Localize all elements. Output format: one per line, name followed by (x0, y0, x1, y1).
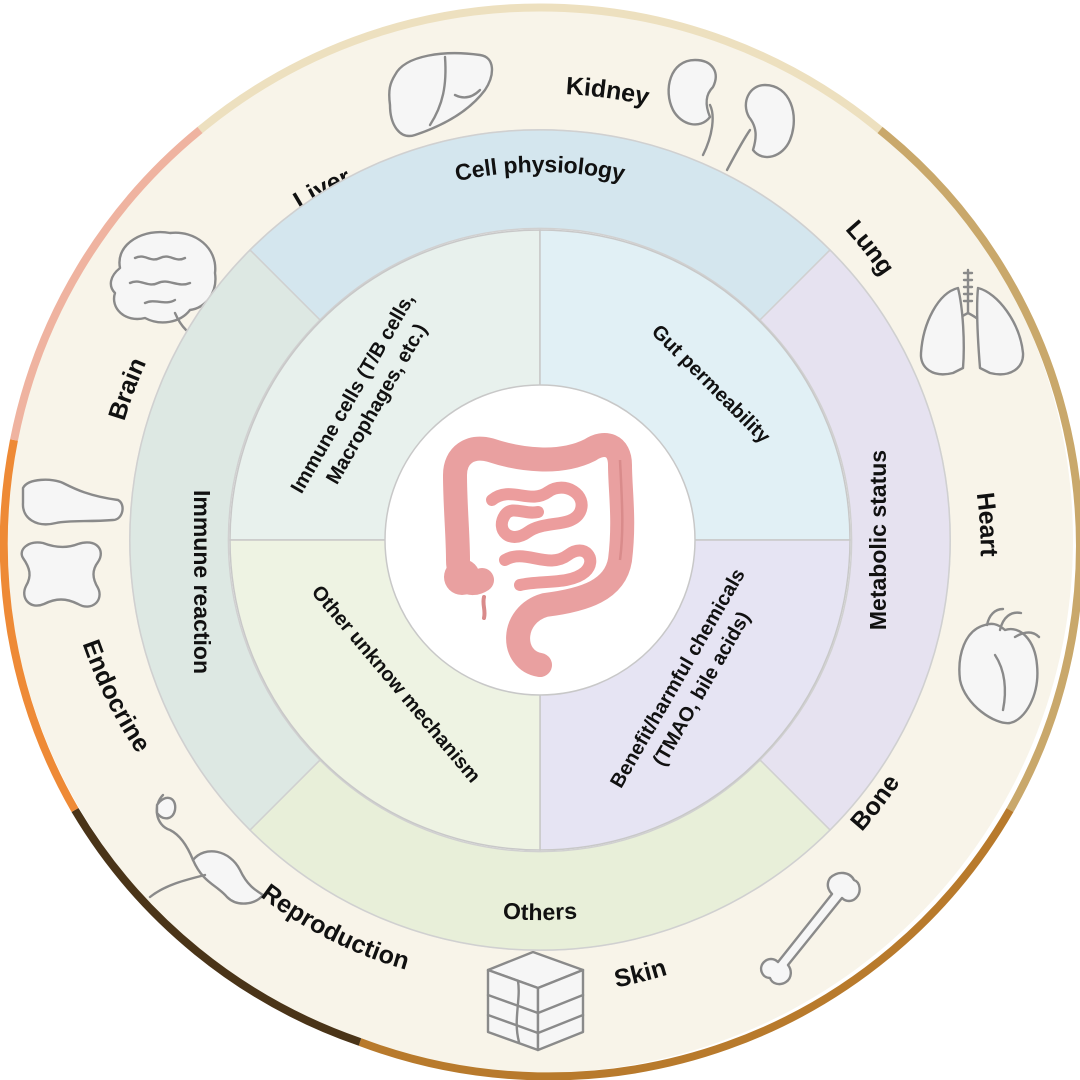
center-circle (384, 384, 696, 696)
outer-border-segment (71, 807, 362, 1046)
category-sector-immune-reaction (129, 248, 322, 832)
outer-border-segment (877, 126, 1080, 812)
organ-label: Heart (971, 491, 1003, 557)
uterus-icon (148, 793, 265, 905)
category-sector-cell-physiology (248, 129, 832, 322)
skin-icon (486, 950, 585, 1052)
organ-label-heart: Heart (971, 491, 1003, 557)
category-label-metabolic-status: Metabolic status (865, 450, 891, 630)
category-label: Others (502, 897, 578, 925)
category-sector-metabolic-status (758, 248, 951, 832)
lung-icon (919, 268, 1025, 376)
outer-border-segment (358, 807, 1014, 1080)
kidney-icon (667, 58, 795, 172)
center-hub (384, 384, 696, 696)
heart-icon (958, 607, 1041, 725)
brain-icon (109, 230, 217, 332)
outer-border-segment (197, 3, 883, 134)
bone-icon (759, 871, 861, 986)
outer-border-segment (10, 126, 203, 441)
outer-border-segment (0, 439, 79, 812)
category-label-others: Others (502, 897, 578, 925)
category-sector-others (248, 758, 832, 951)
category-label-immune-reaction: Immune reaction (189, 490, 215, 674)
liver-icon (388, 52, 494, 138)
endocrine-gland-icon (20, 478, 124, 608)
intestine-icon (443, 433, 635, 677)
